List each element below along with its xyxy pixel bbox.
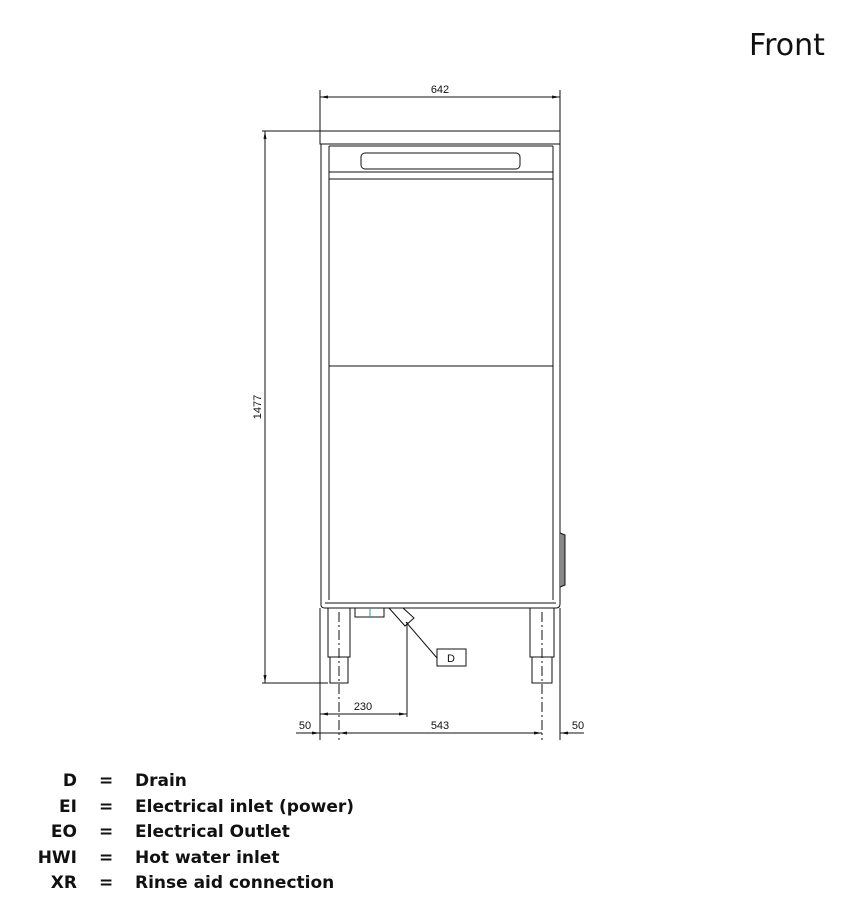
right-leg xyxy=(529,607,555,740)
legend-desc: Rinse aid connection xyxy=(135,873,335,893)
worktop xyxy=(319,130,561,145)
legend-equals: = xyxy=(99,873,114,893)
machine-body xyxy=(320,144,566,609)
legend-desc: Drain xyxy=(135,771,187,791)
legend-equals: = xyxy=(99,796,114,817)
legend-equals: = xyxy=(99,822,114,842)
drain-offset-label: 230 xyxy=(354,701,372,713)
legend-equals: = xyxy=(99,771,114,791)
left-margin-label: 50 xyxy=(299,720,311,732)
legend-desc: Hot water inlet xyxy=(135,847,280,868)
width-dimension xyxy=(319,90,561,131)
height-dimension xyxy=(262,130,328,684)
legend-key: EO xyxy=(50,822,77,842)
legend-key: XR xyxy=(50,873,77,893)
legend-desc: Electrical inlet (power) xyxy=(135,796,355,817)
legend-equals: = xyxy=(99,847,114,868)
drain-callout-box xyxy=(436,648,467,667)
bottom-dimensions xyxy=(296,608,584,740)
side-box xyxy=(559,532,566,588)
legend-desc: Electrical Outlet xyxy=(135,822,290,842)
legend-key: HWI xyxy=(37,847,77,868)
height-dimension-label: 1477 xyxy=(252,395,264,419)
drain-callout-label: D xyxy=(447,653,455,665)
right-margin-label: 50 xyxy=(572,720,584,732)
left-leg xyxy=(327,607,351,740)
view-title: Front xyxy=(749,28,825,63)
legend-key: EI xyxy=(59,796,77,817)
handle xyxy=(360,152,521,170)
legend-key: D xyxy=(62,771,77,791)
width-dimension-label: 642 xyxy=(431,84,449,96)
leg-span-label: 543 xyxy=(431,720,449,732)
drain-connection xyxy=(354,607,467,667)
